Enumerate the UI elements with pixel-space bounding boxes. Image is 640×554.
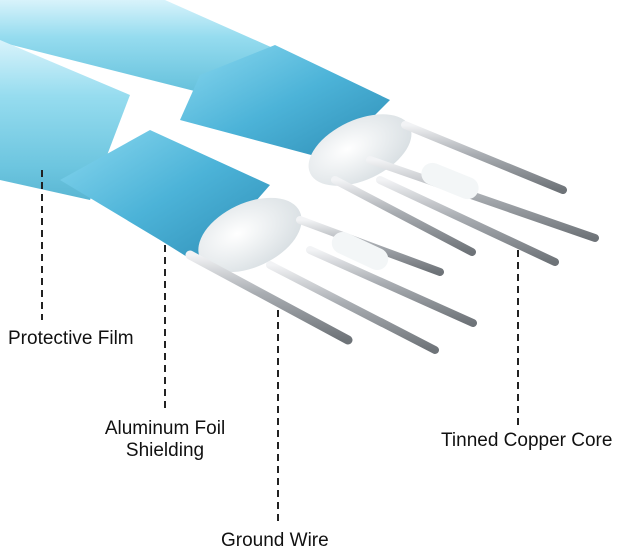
upper-wire-2 [366,156,599,242]
ground-wire-shape [185,250,353,345]
tinned-copper-core-text: Tinned Copper Core [441,430,613,451]
protective-film-text: Protective Film [8,328,134,349]
leader-lines [41,170,519,522]
lower-wire-2 [306,246,477,327]
lower-cable-opening [198,197,302,273]
tinned-copper-core-label: Tinned Copper Core [441,430,612,452]
aluminum-foil-text-line2: Shielding [125,440,205,461]
upper-wire-4 [376,176,559,266]
upper-wire-3 [331,176,476,256]
lower-wire-3 [266,261,439,354]
ground-wire-text: Ground Wire [221,530,329,551]
upper-insulation-1 [421,162,479,200]
aluminum-foil-shielding-label: Aluminum Foil Shielding [100,418,230,462]
lower-cable [0,40,302,273]
ground-wire-label: Ground Wire [221,530,329,552]
lower-insulation-1 [331,231,389,271]
protective-film-label: Protective Film [8,328,134,350]
upper-conductors [331,121,599,266]
aluminum-foil-text-line1: Aluminum Foil [104,418,226,439]
lower-conductors [185,216,477,354]
upper-wire-1 [401,121,567,194]
